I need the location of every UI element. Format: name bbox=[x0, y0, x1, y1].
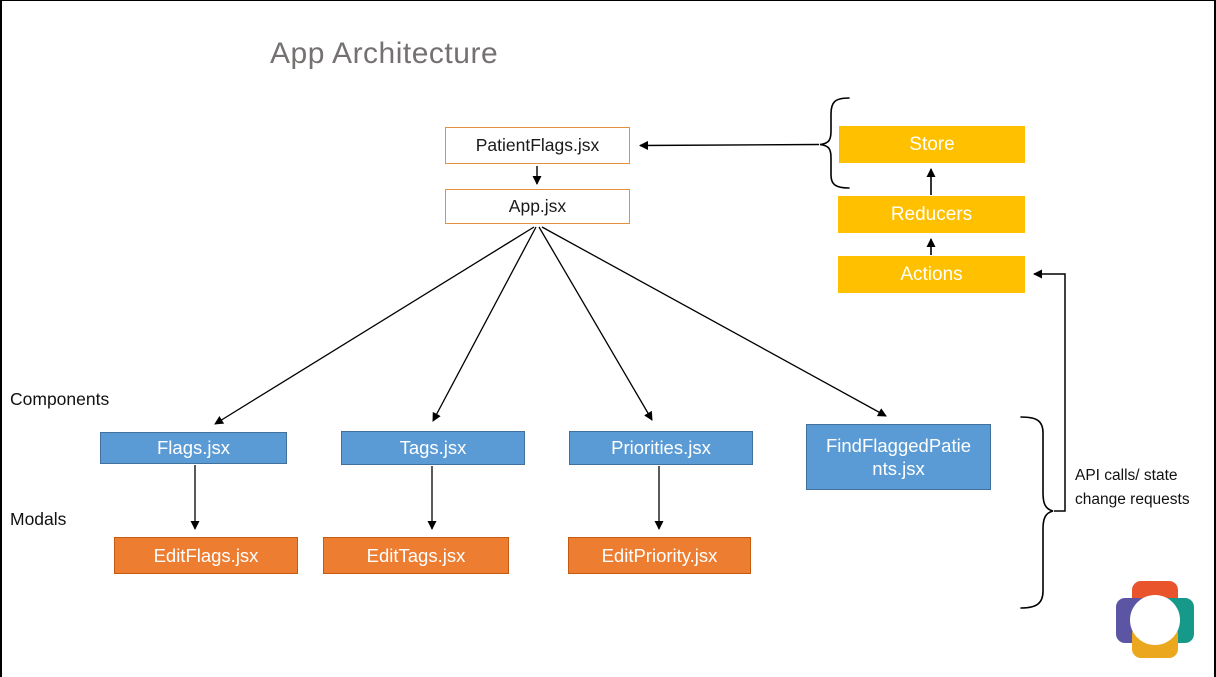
arrow-app-to-tags bbox=[432, 226, 537, 422]
components-brace bbox=[1020, 416, 1054, 609]
node-findflaggedpatients-label-line1: FindFlaggedPatie bbox=[825, 434, 971, 456]
arrow-components-to-actions bbox=[1033, 269, 1066, 512]
node-flags-label: Flags.jsx bbox=[157, 437, 230, 459]
page-title: App Architecture bbox=[270, 37, 499, 70]
modals-row-label: Modals bbox=[10, 509, 67, 529]
node-reducers-label: Reducers bbox=[890, 203, 973, 225]
node-edittags: EditTags.jsx bbox=[323, 537, 509, 574]
node-editflags-label: EditFlags.jsx bbox=[153, 544, 259, 566]
node-reducers: Reducers bbox=[838, 196, 1025, 233]
node-actions: Actions bbox=[838, 256, 1025, 293]
node-editpriority-label: EditPriority.jsx bbox=[601, 544, 718, 566]
node-store: Store bbox=[839, 126, 1025, 163]
node-patientflags-label: PatientFlags.jsx bbox=[475, 134, 600, 155]
node-findflaggedpatients: FindFlaggedPatie nts.jsx bbox=[806, 424, 991, 490]
api-calls-annotation-line1: API calls/ state bbox=[1075, 467, 1178, 484]
node-patientflags: PatientFlags.jsx bbox=[445, 127, 630, 164]
node-actions-label: Actions bbox=[900, 263, 963, 285]
node-findflaggedpatients-label-line2: nts.jsx bbox=[872, 458, 925, 479]
node-app-label: App.jsx bbox=[508, 195, 567, 216]
api-calls-annotation: API calls/ state change requests bbox=[1075, 464, 1214, 512]
node-tags: Tags.jsx bbox=[341, 431, 525, 465]
node-app: App.jsx bbox=[445, 189, 630, 224]
arrow-app-to-priorities bbox=[538, 226, 653, 421]
node-flags: Flags.jsx bbox=[100, 432, 287, 464]
node-edittags-label: EditTags.jsx bbox=[366, 544, 466, 566]
arrow-store-to-patientflags bbox=[639, 140, 820, 150]
node-store-label: Store bbox=[909, 133, 955, 155]
node-priorities-label: Priorities.jsx bbox=[611, 437, 711, 459]
node-editpriority: EditPriority.jsx bbox=[568, 537, 751, 574]
components-row-label: Components bbox=[10, 389, 110, 409]
logo-center-circle bbox=[1130, 595, 1180, 645]
store-brace bbox=[819, 97, 850, 189]
node-editflags: EditFlags.jsx bbox=[114, 537, 298, 574]
node-tags-label: Tags.jsx bbox=[399, 437, 467, 459]
api-calls-annotation-line2: change requests bbox=[1075, 491, 1190, 508]
arrow-app-to-flags bbox=[214, 226, 535, 425]
node-priorities: Priorities.jsx bbox=[569, 431, 753, 465]
arrow-app-to-findflagged bbox=[541, 226, 887, 417]
four-petal-cross-logo-icon bbox=[1116, 581, 1194, 659]
